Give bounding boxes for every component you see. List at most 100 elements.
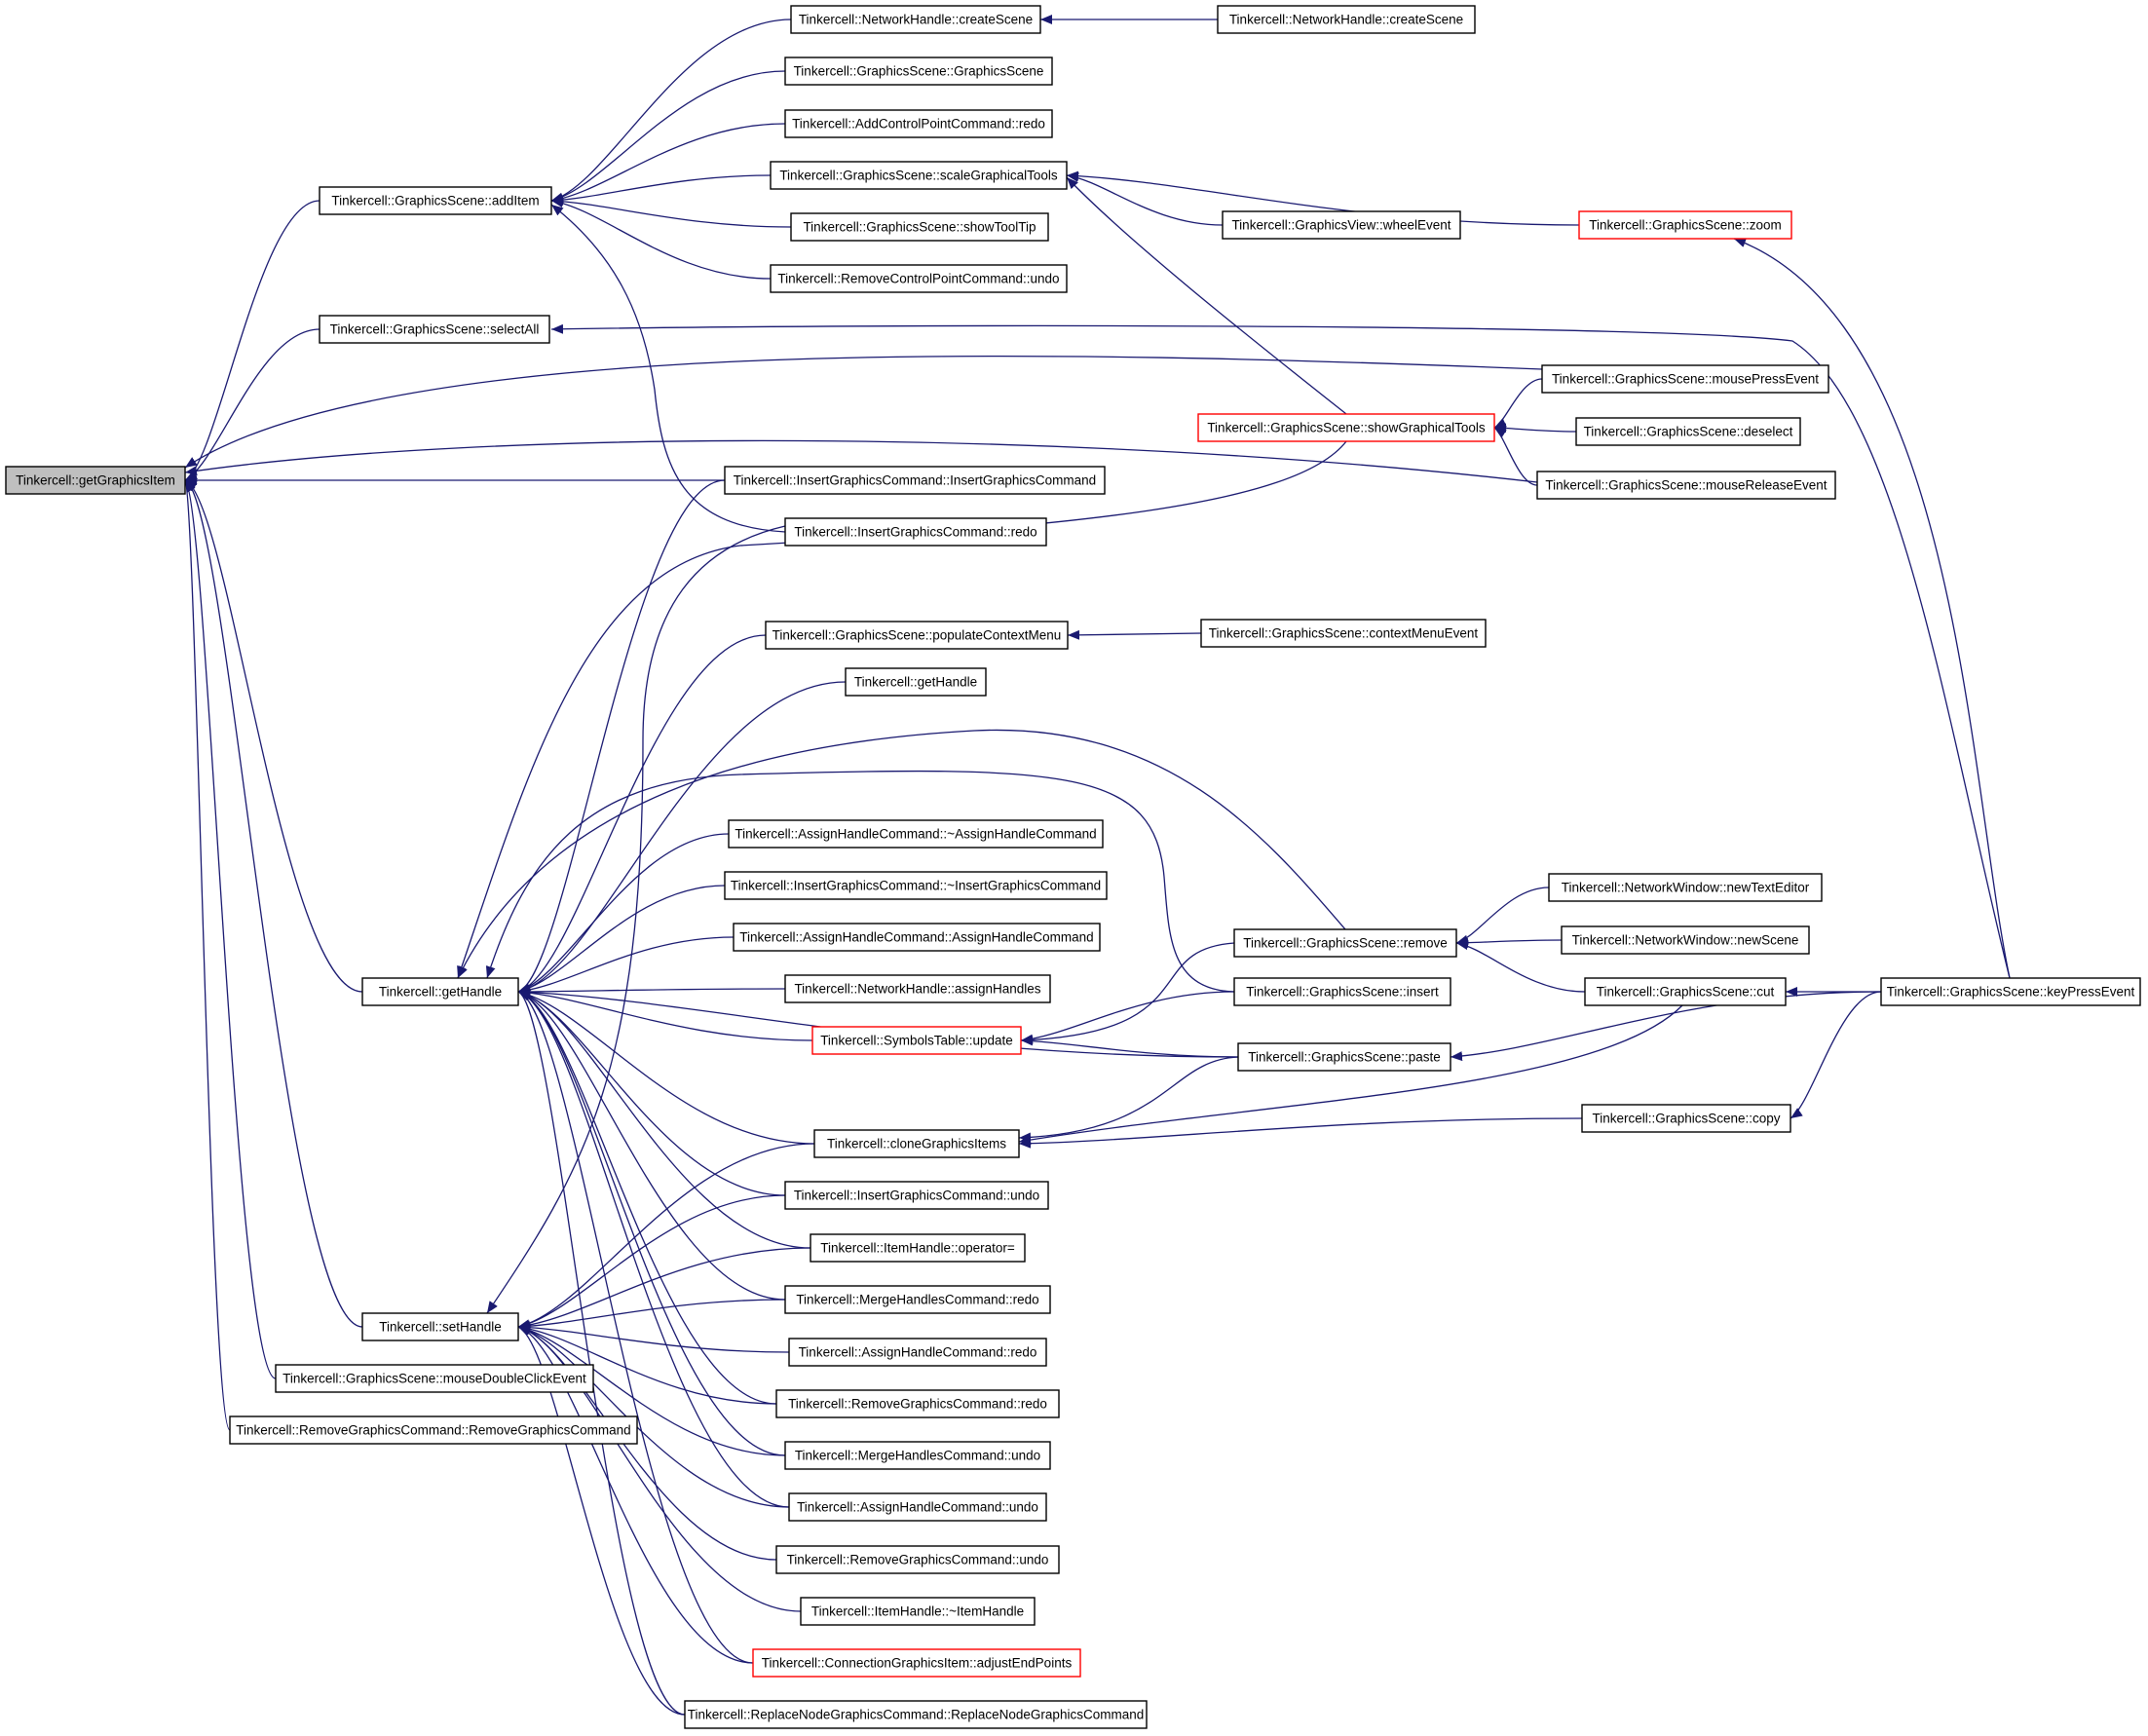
graph-node-gsRemove[interactable]: Tinkercell::GraphicsScene::remove (1233, 928, 1457, 958)
graph-node-root[interactable]: Tinkercell::getGraphicsItem (5, 466, 186, 495)
graph-node-getHandle1[interactable]: Tinkercell::getHandle (361, 977, 519, 1006)
node-label: Tinkercell::setHandle (379, 1320, 502, 1335)
edge-gsInsert-to-getHandle1 (485, 770, 1235, 993)
node-label: Tinkercell::InsertGraphicsCommand::redo (794, 525, 1036, 540)
node-label: Tinkercell::GraphicsScene::paste (1248, 1050, 1441, 1065)
node-label: Tinkercell::GraphicsScene::mousePressEve… (1552, 372, 1819, 387)
graph-node-setHandle[interactable]: Tinkercell::setHandle (361, 1312, 519, 1341)
graph-node-zoom[interactable]: Tinkercell::GraphicsScene::zoom (1578, 210, 1792, 240)
graph-node-connAdjust[interactable]: Tinkercell::ConnectionGraphicsItem::adju… (752, 1648, 1081, 1678)
node-label: Tinkercell::GraphicsScene::zoom (1589, 218, 1782, 233)
node-label: Tinkercell::ItemHandle::~ItemHandle (811, 1604, 1024, 1619)
graph-node-gsPaste[interactable]: Tinkercell::GraphicsScene::paste (1237, 1042, 1451, 1072)
graph-node-mouseDbl[interactable]: Tinkercell::GraphicsScene::mouseDoubleCl… (275, 1364, 594, 1393)
node-label: Tinkercell::GraphicsScene::showGraphical… (1207, 421, 1486, 435)
node-box (733, 923, 1101, 952)
graph-node-removeGfxCtor[interactable]: Tinkercell::RemoveGraphicsCommand::Remov… (229, 1415, 638, 1445)
node-label: Tinkercell::GraphicsScene::mouseReleaseE… (1545, 478, 1827, 493)
graph-node-assignDtor[interactable]: Tinkercell::AssignHandleCommand::~Assign… (728, 819, 1104, 849)
node-box (788, 1338, 1047, 1367)
node-box (784, 1285, 1051, 1314)
graph-node-populateCtx[interactable]: Tinkercell::GraphicsScene::populateConte… (765, 621, 1069, 650)
graph-node-gsInsert[interactable]: Tinkercell::GraphicsScene::insert (1233, 977, 1451, 1006)
graph-node-keyPress[interactable]: Tinkercell::GraphicsScene::keyPressEvent (1880, 977, 2141, 1006)
node-label: Tinkercell::MergeHandlesCommand::redo (796, 1293, 1038, 1307)
graph-node-mergeUndo[interactable]: Tinkercell::MergeHandlesCommand::undo (784, 1441, 1051, 1470)
graph-node-insGfxUndo[interactable]: Tinkercell::InsertGraphicsCommand::undo (784, 1181, 1049, 1210)
graph-node-addItem[interactable]: Tinkercell::GraphicsScene::addItem (319, 186, 552, 215)
graph-node-assignRedo[interactable]: Tinkercell::AssignHandleCommand::redo (788, 1338, 1047, 1367)
edge-showGfxTools-to-getHandle1 (457, 440, 1347, 979)
node-box (1200, 619, 1487, 648)
node-box (784, 517, 1047, 547)
graph-node-ihDtor[interactable]: Tinkercell::ItemHandle::~ItemHandle (800, 1597, 1036, 1626)
edge-populateCtx-to-getHandle1 (517, 634, 767, 994)
graph-node-mouseRelease[interactable]: Tinkercell::GraphicsScene::mouseReleaseE… (1536, 471, 1836, 500)
graph-node-gvWheel[interactable]: Tinkercell::GraphicsView::wheelEvent (1222, 210, 1461, 240)
edge-removeCtrlUndo-to-addItem (550, 198, 772, 280)
edge-showGfxTools-to-scaleTools (1066, 176, 1347, 415)
edge-mergeRedo-to-setHandle (517, 1299, 786, 1332)
graph-node-deselect[interactable]: Tinkercell::GraphicsScene::deselect (1575, 417, 1801, 446)
graph-node-mergeRedo[interactable]: Tinkercell::MergeHandlesCommand::redo (784, 1285, 1051, 1314)
node-box (1536, 471, 1836, 500)
graph-node-removeGfxRedo[interactable]: Tinkercell::RemoveGraphicsCommand::redo (775, 1389, 1060, 1418)
node-label: Tinkercell::GraphicsScene::insert (1246, 985, 1439, 1000)
graph-node-symUpdate[interactable]: Tinkercell::SymbolsTable::update (811, 1026, 1022, 1055)
graph-node-nwTextEditor[interactable]: Tinkercell::NetworkWindow::newTextEditor (1548, 873, 1823, 902)
node-label: Tinkercell::GraphicsScene::populateConte… (773, 628, 1062, 643)
graph-node-nhCreate1[interactable]: Tinkercell::NetworkHandle::createScene (790, 5, 1041, 34)
node-box (752, 1648, 1081, 1678)
graph-node-gsCopy[interactable]: Tinkercell::GraphicsScene::copy (1581, 1104, 1791, 1133)
graph-node-selectAll[interactable]: Tinkercell::GraphicsScene::selectAll (319, 315, 550, 344)
node-label: Tinkercell::RemoveGraphicsCommand::redo (788, 1397, 1047, 1412)
node-label: Tinkercell::GraphicsScene::deselect (1584, 425, 1793, 439)
graph-node-gsCut[interactable]: Tinkercell::GraphicsScene::cut (1584, 977, 1787, 1006)
graph-node-nhAssign[interactable]: Tinkercell::NetworkHandle::assignHandles (784, 974, 1051, 1003)
graph-node-assignUndo[interactable]: Tinkercell::AssignHandleCommand::undo (788, 1492, 1047, 1522)
graph-node-assignCtor[interactable]: Tinkercell::AssignHandleCommand::AssignH… (733, 923, 1101, 952)
graph-node-ihAssignOp[interactable]: Tinkercell::ItemHandle::operator= (810, 1233, 1026, 1263)
edge-connAdjust-to-getHandle1 (517, 990, 754, 1664)
edge-selectAll-to-root (184, 328, 320, 481)
node-label: Tinkercell::AssignHandleCommand::redo (799, 1345, 1037, 1360)
node-box (5, 466, 186, 495)
node-box (845, 667, 987, 697)
graph-node-mousePress[interactable]: Tinkercell::GraphicsScene::mousePressEve… (1541, 364, 1829, 394)
graph-node-cloneItems[interactable]: Tinkercell::cloneGraphicsItems (813, 1129, 1020, 1158)
edge-gsCut-to-gsRemove (1455, 940, 1586, 993)
node-box (1222, 210, 1461, 240)
edge-mouseRelease-to-showGfxTools (1493, 427, 1538, 486)
node-label: Tinkercell::GraphicsScene::showToolTip (803, 220, 1036, 235)
graph-node-showGfxTools[interactable]: Tinkercell::GraphicsScene::showGraphical… (1197, 413, 1495, 442)
graph-node-nwNewScene[interactable]: Tinkercell::NetworkWindow::newScene (1561, 925, 1810, 955)
graph-node-addCtrlRedo[interactable]: Tinkercell::AddControlPointCommand::redo (784, 109, 1053, 138)
node-box (784, 109, 1053, 138)
graph-node-insGfxCtor[interactable]: Tinkercell::InsertGraphicsCommand::Inser… (724, 466, 1106, 495)
node-label: Tinkercell::RemoveGraphicsCommand::Remov… (236, 1423, 630, 1438)
edge-addItem-to-root (184, 200, 320, 481)
graph-node-showToolTip[interactable]: Tinkercell::GraphicsScene::showToolTip (790, 212, 1049, 242)
graph-node-gsCtor[interactable]: Tinkercell::GraphicsScene::GraphicsScene (784, 57, 1053, 86)
node-box (1581, 1104, 1791, 1133)
node-box (1575, 417, 1801, 446)
graph-node-removeGfxUndo[interactable]: Tinkercell::RemoveGraphicsCommand::undo (775, 1545, 1060, 1574)
edge-scaleTools-to-addItem (550, 174, 772, 206)
node-box (790, 212, 1049, 242)
graph-node-getHandle2[interactable]: Tinkercell::getHandle (845, 667, 987, 697)
node-box (784, 974, 1051, 1003)
graph-node-insGfxRedo[interactable]: Tinkercell::InsertGraphicsCommand::redo (784, 517, 1047, 547)
graph-node-scaleTools[interactable]: Tinkercell::GraphicsScene::scaleGraphica… (770, 161, 1068, 190)
edge-addCtrlRedo-to-addItem (550, 123, 786, 205)
graph-node-insGfxDtor[interactable]: Tinkercell::InsertGraphicsCommand::~Inse… (724, 871, 1108, 900)
graph-node-removeCtrlUndo[interactable]: Tinkercell::RemoveControlPointCommand::u… (770, 264, 1068, 293)
edge-ctxMenuEvent-to-populateCtx (1067, 629, 1202, 640)
node-box (319, 186, 552, 215)
graph-node-replaceNodeCtor[interactable]: Tinkercell::ReplaceNodeGraphicsCommand::… (684, 1700, 1148, 1729)
graph-node-ctxMenuEvent[interactable]: Tinkercell::GraphicsScene::contextMenuEv… (1200, 619, 1487, 648)
edge-mouseDbl-to-root (184, 479, 277, 1379)
edge-ihDtor-to-setHandle (517, 1325, 802, 1612)
edge-gsPaste-to-symUpdate (1020, 1036, 1239, 1058)
edge-deselect-to-showGfxTools (1493, 423, 1577, 434)
graph-node-nhCreate2[interactable]: Tinkercell::NetworkHandle::createScene (1217, 5, 1476, 34)
